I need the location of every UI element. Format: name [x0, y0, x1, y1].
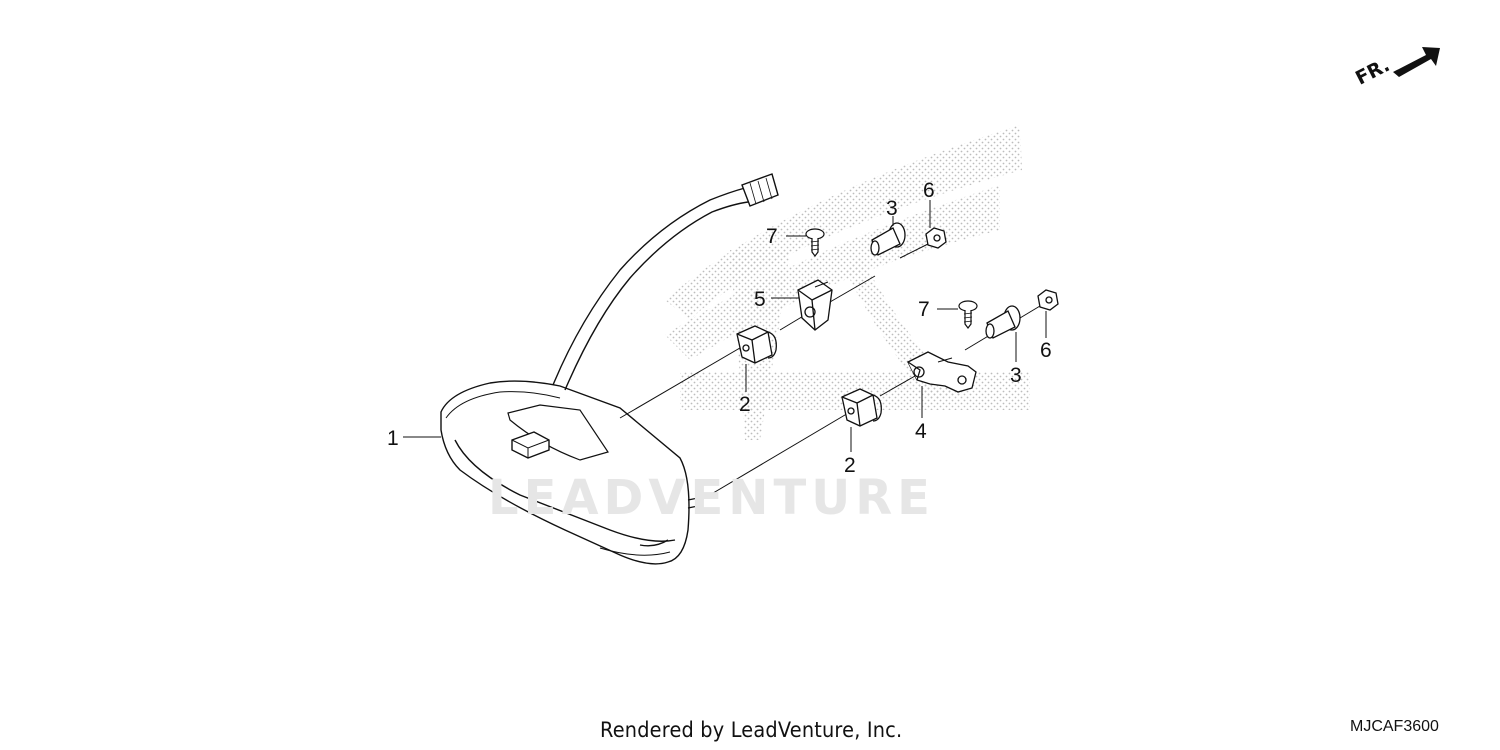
collar-upper [870, 222, 906, 256]
collar-lower [985, 305, 1021, 339]
callout-collar-upper[interactable]: 3 [886, 197, 898, 220]
leadventure-watermark: LEADVENTURE [488, 470, 935, 526]
assembly-center-lines [619, 243, 1041, 503]
callout-leader-lines [403, 200, 1047, 452]
tapping-screw-lower [958, 300, 978, 329]
flange-nut-upper [925, 227, 947, 249]
bracket-lower [907, 351, 977, 393]
front-direction-arrow-icon [1393, 47, 1440, 77]
tapping-screw-upper [805, 228, 825, 257]
callout-rubber-mount-upper[interactable]: 2 [739, 393, 751, 416]
callout-bracket-upper[interactable]: 5 [754, 288, 766, 311]
bracket-upper [797, 279, 833, 331]
callout-screw-lower[interactable]: 7 [918, 298, 930, 321]
callout-bracket-lower[interactable]: 4 [915, 420, 927, 443]
rubber-mount-lower [841, 388, 882, 427]
callout-collar-lower[interactable]: 3 [1010, 364, 1022, 387]
rubber-mount-upper [736, 325, 777, 364]
callout-screw-upper[interactable]: 7 [766, 225, 778, 248]
watermark-wing-logo [665, 125, 1030, 440]
flange-nut-lower [1037, 289, 1059, 311]
callout-nut-upper[interactable]: 6 [923, 179, 935, 202]
callout-tail-light[interactable]: 1 [387, 427, 399, 450]
rendered-by-credit: Rendered by LeadVenture, Inc. [600, 718, 903, 742]
diagram-code: MJCAF3600 [1350, 718, 1439, 735]
callout-rubber-mount-lower[interactable]: 2 [844, 454, 856, 477]
callout-nut-lower[interactable]: 6 [1040, 339, 1052, 362]
